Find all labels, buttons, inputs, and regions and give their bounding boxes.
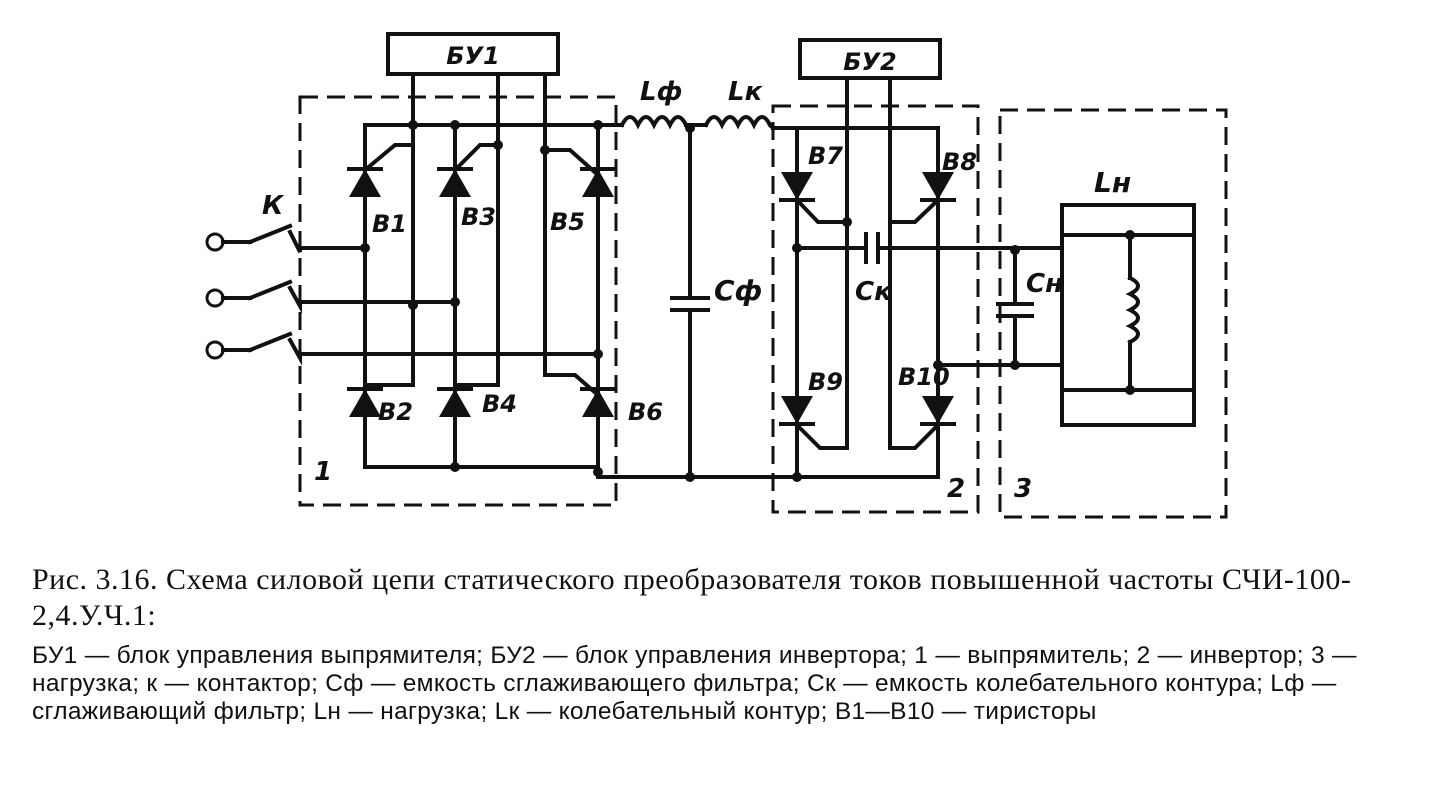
lk-label: Lк <box>728 77 764 107</box>
junction-dots <box>360 120 1135 482</box>
inverter-box <box>771 104 980 514</box>
b1-label: B1 <box>372 210 407 238</box>
lf-label: Lф <box>640 77 682 107</box>
ln-label: Lн <box>1094 166 1131 199</box>
power-circuit-diagram: БУ1 БУ2 <box>205 32 1228 519</box>
thyristor-b6 <box>578 387 618 419</box>
b9-label: B9 <box>808 368 843 396</box>
b5-label: B5 <box>550 208 585 236</box>
thyristor-b5 <box>578 167 618 199</box>
b8-label: B8 <box>942 148 977 176</box>
b6-label: B6 <box>628 398 663 426</box>
control-block-bu1: БУ1 <box>386 32 560 76</box>
thyristor-b7 <box>777 170 817 202</box>
thyristor-b10 <box>918 394 958 426</box>
cn-label: Cн <box>1026 269 1063 299</box>
thyristor-b9 <box>777 394 817 426</box>
bu1-label: БУ1 <box>446 42 500 70</box>
section-2-number: 2 <box>947 474 965 504</box>
caption-title: Рис. 3.16. Схема силовой цепи статическо… <box>32 563 1352 632</box>
load-box <box>998 108 1228 519</box>
contactor-label: К <box>262 191 285 221</box>
b3-label: B3 <box>461 203 496 231</box>
contactor-k: К <box>205 191 600 366</box>
thyristor-b1 <box>345 167 385 199</box>
ck-label: Cк <box>855 277 893 307</box>
inductor-lk: Lк <box>703 77 776 131</box>
section-3-number: 3 <box>1014 474 1032 504</box>
thyristor-b3 <box>435 167 475 199</box>
b7-label: B7 <box>808 142 843 170</box>
inverter-wires <box>794 76 1064 479</box>
bu2-label: БУ2 <box>843 48 897 76</box>
capacitor-ck: Cк <box>855 232 893 307</box>
capacitor-cn: Cн <box>996 248 1063 367</box>
thyristor-b4 <box>435 387 475 419</box>
cf-label: Cф <box>714 274 762 307</box>
capacitor-cf: Cф <box>670 126 762 479</box>
b4-label: B4 <box>482 390 517 418</box>
b2-label: B2 <box>378 398 413 426</box>
caption-legend: БУ1 — блок управления выпрямителя; БУ2 —… <box>32 642 1357 725</box>
figure-caption: Рис. 3.16. Схема силовой цепи статическо… <box>32 562 1412 726</box>
section-1-number: 1 <box>314 457 332 487</box>
dc-rails <box>363 123 940 479</box>
inductor-lf: Lф <box>619 77 708 130</box>
control-block-bu2: БУ2 <box>798 38 942 80</box>
thyristor-b8 <box>918 170 958 202</box>
